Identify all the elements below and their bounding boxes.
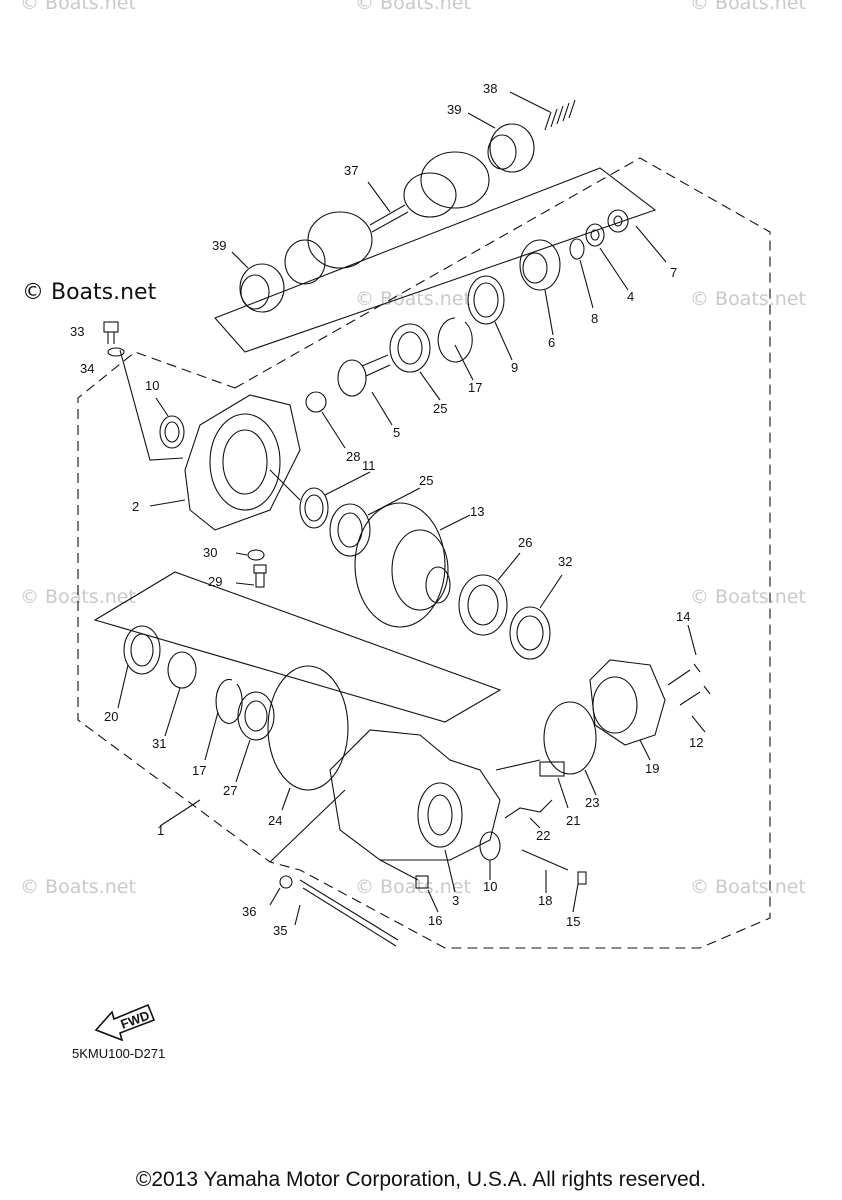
ring-gear — [354, 502, 471, 628]
bolt-part — [235, 564, 267, 588]
drive-shaft — [284, 151, 490, 285]
part-number-label: 28 — [346, 449, 360, 464]
part-number-label: 33 — [70, 324, 84, 339]
part-number-label: 5 — [393, 425, 400, 440]
bearing-part — [458, 552, 521, 636]
clip-part — [269, 875, 293, 906]
part-number-label: 27 — [223, 783, 237, 798]
bearing-part — [329, 487, 421, 557]
guide-pin — [521, 849, 569, 893]
set-screw — [572, 871, 587, 913]
washer-part — [235, 549, 265, 561]
part-number-label: 11 — [362, 458, 376, 473]
pinion-gear — [337, 354, 393, 426]
fwd-label: FWD — [119, 1008, 152, 1032]
part-number-label: 29 — [208, 574, 222, 589]
needle-bearing — [305, 391, 346, 449]
shim-part — [299, 471, 371, 529]
leader-line — [159, 799, 201, 827]
part-number-label: 9 — [511, 360, 518, 375]
brand-watermark: © Boats.net — [22, 280, 157, 305]
part-number-label: 26 — [518, 535, 532, 550]
part-number-label: 21 — [566, 813, 580, 828]
copyright-notice: ©2013 Yamaha Motor Corporation, U.S.A. A… — [135, 1168, 707, 1191]
oil-seal — [155, 397, 185, 449]
part-number-label: 23 — [585, 795, 599, 810]
bearing-part — [231, 251, 285, 313]
part-number-label: 39 — [212, 238, 226, 253]
part-number-label: 1 — [157, 823, 164, 838]
bolt-part — [379, 859, 439, 913]
part-number-label: 17 — [468, 380, 482, 395]
part-number-label: 39 — [447, 102, 461, 117]
bearing-group-box — [93, 571, 502, 723]
part-number-label: 24 — [268, 813, 282, 828]
part-number-label: 4 — [627, 289, 634, 304]
part-number-label: 31 — [152, 736, 166, 751]
part-number-label: 37 — [344, 163, 358, 178]
part-number-label: 3 — [452, 893, 459, 908]
part-number-label: 25 — [419, 473, 433, 488]
shift-fork — [495, 759, 569, 809]
bearing-part — [235, 691, 275, 783]
bolt-part — [103, 321, 119, 344]
part-number-label: 7 — [670, 265, 677, 280]
o-ring-part — [543, 701, 597, 796]
part-number-label: 12 — [689, 735, 703, 750]
leader-line — [269, 789, 346, 863]
circlip-part — [437, 317, 474, 381]
forward-arrow-icon — [94, 1003, 156, 1042]
bolt-part — [679, 685, 711, 733]
part-number-label: 13 — [470, 504, 484, 519]
part-number-label: 35 — [273, 923, 287, 938]
seal-part — [467, 275, 513, 361]
differential-case — [329, 729, 501, 893]
part-number-label: 14 — [676, 609, 690, 624]
part-number-label: 25 — [433, 401, 447, 416]
bearing-part — [467, 112, 535, 173]
bearing-part — [117, 625, 161, 709]
part-number-label: 32 — [558, 554, 572, 569]
part-number-label: 22 — [536, 828, 550, 843]
shim-part — [509, 574, 563, 660]
gear-case-cover — [149, 394, 301, 531]
part-number-label: 17 — [192, 763, 206, 778]
part-number-label: 15 — [566, 914, 580, 929]
washer-part — [107, 347, 125, 357]
part-number-label: 38 — [483, 81, 497, 96]
part-number-label: 8 — [591, 311, 598, 326]
part-number-label: 10 — [483, 879, 497, 894]
o-ring-part — [569, 238, 594, 309]
part-number-label: 19 — [645, 761, 659, 776]
part-number-label: 34 — [80, 361, 94, 376]
diagram-reference: 5KMU100-D271 — [72, 1046, 166, 1061]
leader-line — [119, 349, 184, 461]
part-number-label: 18 — [538, 893, 552, 908]
part-number-label: 2 — [132, 499, 139, 514]
axle-rod — [294, 879, 399, 947]
shaft-group-box — [214, 167, 657, 353]
differential-actuator — [589, 659, 666, 761]
needle-bearing — [164, 651, 197, 737]
circlip-part — [204, 678, 243, 761]
spring-part — [509, 91, 576, 131]
bearing-part — [389, 323, 441, 401]
spring-part — [504, 799, 553, 829]
coupling-part — [519, 239, 561, 336]
part-number-label: 30 — [203, 545, 217, 560]
housing-boundary — [77, 157, 771, 949]
part-number-label: 36 — [242, 904, 256, 919]
oil-seal — [479, 831, 501, 880]
bolt-part — [667, 624, 701, 686]
part-number-label: 10 — [145, 378, 159, 393]
part-number-label: 16 — [428, 913, 442, 928]
part-number-label: 20 — [104, 709, 118, 724]
nut-part — [607, 209, 667, 263]
washer-part — [585, 223, 629, 291]
o-ring-part — [267, 665, 349, 811]
part-number-label: 6 — [548, 335, 555, 350]
